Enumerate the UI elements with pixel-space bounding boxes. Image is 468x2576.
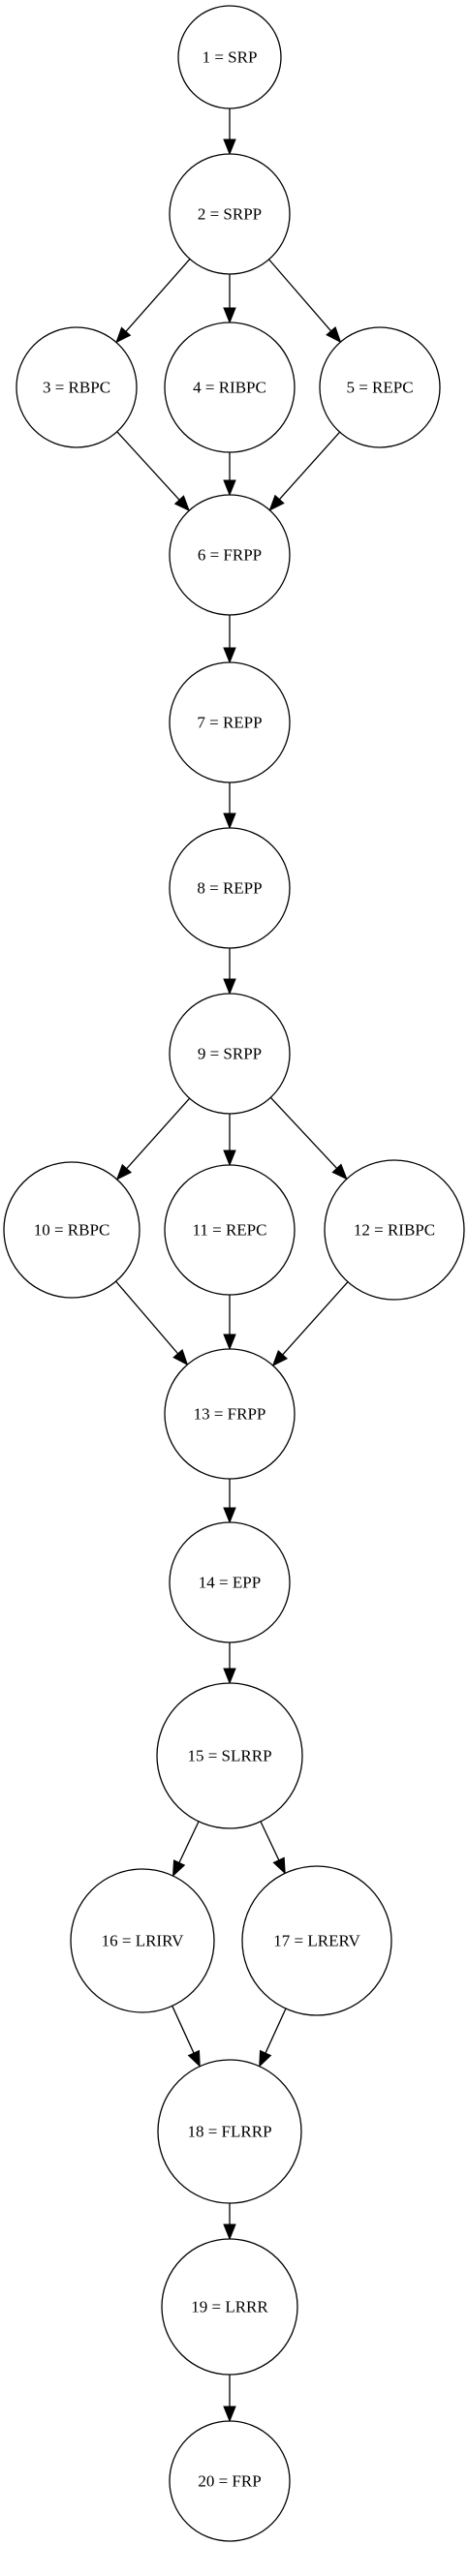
node-circle bbox=[169, 494, 291, 616]
node-circle bbox=[319, 326, 441, 448]
node-4: 4 = RIBPC bbox=[164, 322, 296, 453]
node-circle bbox=[156, 1682, 303, 1829]
edges-layer bbox=[115, 108, 349, 2423]
node-2: 2 = SRPP bbox=[169, 153, 291, 275]
node-label: 20 = FRP bbox=[198, 2472, 261, 2491]
node-6: 6 = FRPP bbox=[169, 494, 291, 616]
node-label: 8 = REPP bbox=[197, 879, 262, 898]
node-label: 4 = RIBPC bbox=[193, 379, 266, 397]
node-label: 14 = EPP bbox=[199, 1574, 261, 1592]
node-circle bbox=[164, 322, 296, 453]
edge-15-16 bbox=[178, 1821, 200, 1863]
arrowhead-9-12 bbox=[331, 1163, 348, 1181]
node-10: 10 = RBPC bbox=[3, 1161, 140, 1299]
node-5: 5 = REPC bbox=[319, 326, 441, 448]
node-label: 13 = FRPP bbox=[194, 1405, 266, 1424]
node-14: 14 = EPP bbox=[169, 1521, 291, 1643]
node-16: 16 = LRIRV bbox=[70, 1868, 215, 2013]
edge-15-17 bbox=[260, 1821, 280, 1861]
node-circle bbox=[324, 1159, 465, 1301]
node-18: 18 = FLRRP bbox=[157, 2059, 302, 2204]
edge-10-13 bbox=[115, 1280, 179, 1355]
node-circle bbox=[3, 1161, 140, 1299]
arrowhead-3-6 bbox=[173, 495, 191, 512]
edge-5-6 bbox=[278, 431, 341, 501]
node-label: 18 = FLRRP bbox=[187, 2123, 271, 2141]
node-label: 7 = REPP bbox=[197, 714, 262, 732]
edge-9-10 bbox=[126, 1097, 191, 1170]
arrowhead-9-11 bbox=[223, 1150, 236, 1167]
arrowhead-19-20 bbox=[223, 2406, 236, 2423]
node-circle bbox=[169, 153, 291, 275]
node-circle bbox=[169, 2420, 291, 2542]
node-3: 3 = RBPC bbox=[16, 326, 138, 448]
arrowhead-8-9 bbox=[223, 978, 236, 996]
node-19: 19 = LRRR bbox=[161, 2238, 298, 2376]
arrowhead-6-7 bbox=[223, 647, 236, 664]
node-17: 17 = LRERV bbox=[241, 1865, 392, 2016]
node-11: 11 = REPC bbox=[164, 1164, 296, 1296]
node-label: 16 = LRIRV bbox=[102, 1932, 184, 1950]
edge-17-18 bbox=[265, 2008, 287, 2054]
node-circle bbox=[157, 2059, 302, 2204]
node-label: 17 = LRERV bbox=[273, 1932, 360, 1950]
node-15: 15 = SLRRP bbox=[156, 1682, 303, 1829]
edge-16-18 bbox=[172, 2006, 195, 2054]
node-1: 1 = SRP bbox=[177, 5, 282, 109]
edge-12-13 bbox=[282, 1281, 349, 1356]
edge-2-3 bbox=[125, 259, 191, 332]
node-circle bbox=[70, 1868, 215, 2013]
node-circle bbox=[164, 1164, 296, 1296]
arrowhead-12-13 bbox=[271, 1350, 289, 1367]
node-label: 2 = SRPP bbox=[198, 205, 262, 224]
node-label: 6 = FRPP bbox=[198, 546, 262, 565]
node-label: 3 = RBPC bbox=[43, 379, 110, 397]
arrowhead-13-14 bbox=[223, 1507, 236, 1524]
node-label: 11 = REPC bbox=[193, 1221, 267, 1240]
arrowhead-14-15 bbox=[223, 1668, 236, 1685]
edge-9-12 bbox=[269, 1096, 338, 1169]
node-13: 13 = FRPP bbox=[164, 1348, 296, 1480]
edge-3-6 bbox=[116, 431, 180, 501]
node-12: 12 = RIBPC bbox=[324, 1159, 465, 1301]
node-label: 9 = SRPP bbox=[198, 1045, 262, 1063]
arrowhead-15-16 bbox=[172, 1859, 186, 1878]
arrowhead-17-18 bbox=[259, 2049, 272, 2068]
arrowhead-10-13 bbox=[172, 1348, 189, 1366]
node-circle bbox=[16, 326, 138, 448]
node-circle bbox=[169, 1521, 291, 1643]
arrowhead-9-10 bbox=[115, 1163, 133, 1181]
node-label: 12 = RIBPC bbox=[354, 1221, 435, 1240]
node-label: 10 = RBPC bbox=[34, 1221, 110, 1240]
node-20: 20 = FRP bbox=[169, 2420, 291, 2542]
node-circle bbox=[161, 2238, 298, 2376]
node-circle bbox=[241, 1865, 392, 2016]
arrowhead-4-6 bbox=[223, 479, 236, 497]
arrowhead-15-17 bbox=[272, 1856, 286, 1875]
node-label: 19 = LRRR bbox=[191, 2298, 268, 2316]
arrowhead-7-8 bbox=[223, 813, 236, 830]
node-7: 7 = REPP bbox=[169, 661, 291, 783]
node-circle bbox=[177, 5, 282, 109]
arrowhead-2-4 bbox=[223, 307, 236, 324]
arrowhead-11-13 bbox=[223, 1334, 236, 1351]
node-label: 5 = REPC bbox=[346, 379, 413, 397]
node-circle bbox=[164, 1348, 296, 1480]
arrowhead-1-2 bbox=[223, 138, 236, 156]
arrowhead-2-3 bbox=[115, 326, 132, 344]
node-circle bbox=[169, 661, 291, 783]
arrowhead-18-19 bbox=[223, 2223, 236, 2241]
node-label: 15 = SLRRP bbox=[187, 1747, 271, 1765]
node-9: 9 = SRPP bbox=[169, 993, 291, 1115]
arrowhead-2-5 bbox=[326, 326, 342, 344]
edge-2-5 bbox=[268, 259, 332, 332]
node-circle bbox=[169, 993, 291, 1115]
nodes-layer: 1 = SRP 2 = SRPP 3 = RBPC 4 = RIBPC 5 = REPC… bbox=[3, 5, 465, 2542]
arrowhead-5-6 bbox=[268, 494, 285, 511]
arrowhead-16-18 bbox=[187, 2049, 201, 2068]
node-circle bbox=[169, 827, 291, 949]
node-label: 1 = SRP bbox=[203, 48, 258, 67]
node-8: 8 = REPP bbox=[169, 827, 291, 949]
